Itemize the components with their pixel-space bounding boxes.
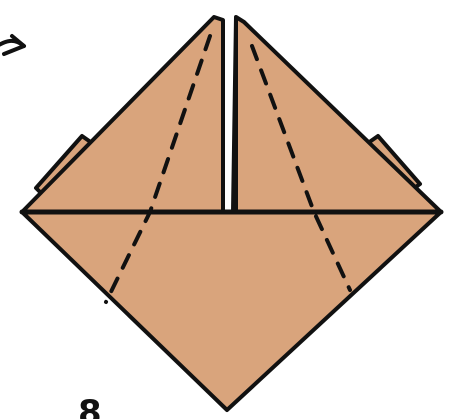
right-upper-flap	[233, 17, 441, 212]
step-number: 8	[78, 393, 102, 419]
lower-diamond	[22, 212, 441, 410]
left-upper-flap	[22, 17, 223, 212]
curved-arrow-icon	[0, 36, 24, 54]
